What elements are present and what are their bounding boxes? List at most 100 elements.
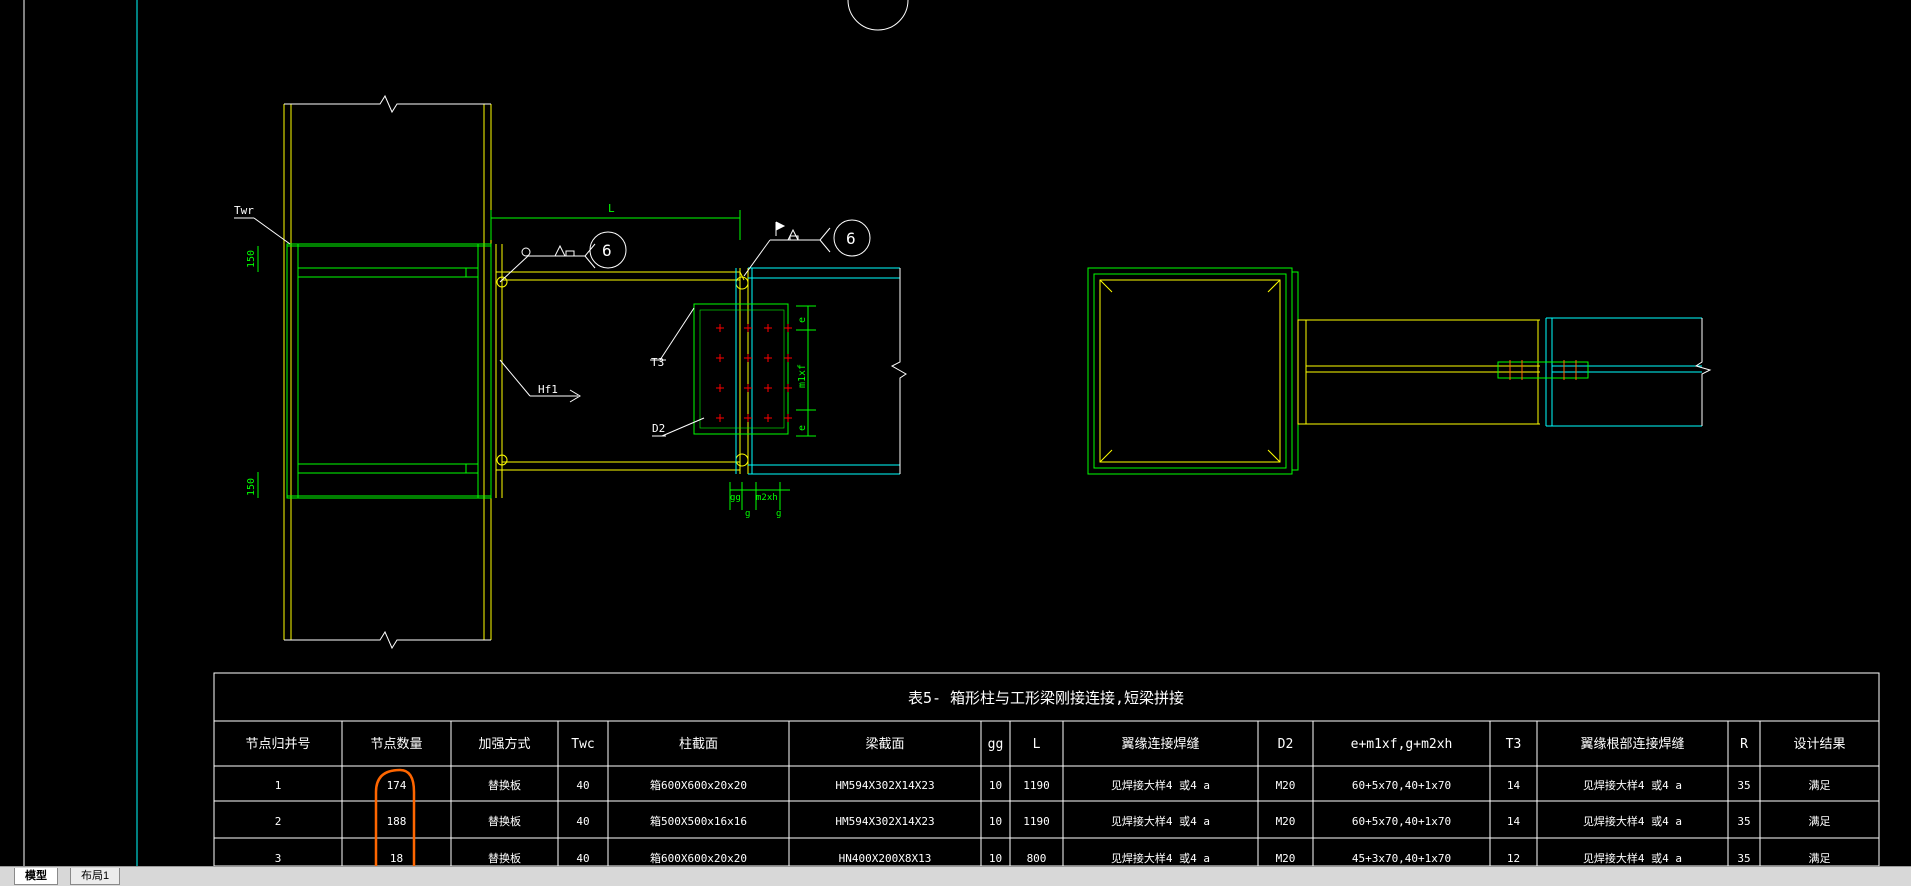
bolt-mark (744, 414, 752, 422)
table-cell: HN400X200X8X13 (839, 852, 932, 865)
label-T3: T3 (651, 356, 664, 369)
bolt-mark (716, 354, 724, 362)
table-cell: 40 (576, 852, 589, 865)
table-cell: 188 (387, 815, 407, 828)
table-header-cell: 加强方式 (478, 736, 530, 752)
table-cell: 3 (275, 852, 282, 865)
table-header-cell: Twc (571, 737, 594, 752)
table-cell: 14 (1507, 779, 1521, 792)
table-cell: 箱600X600x20x20 (650, 778, 747, 792)
table-header-cell: gg (988, 737, 1004, 752)
table-header-cell: R (1740, 737, 1748, 752)
table-cell: 60+5x70,40+1x70 (1352, 815, 1451, 828)
table-header-cell: 节点归并号 (245, 737, 310, 752)
dim-label-L: L (608, 202, 615, 215)
table-cell: HM594X302X14X23 (835, 815, 934, 828)
table-cell: 1190 (1023, 779, 1050, 792)
dim-label-g-left: g (745, 509, 750, 519)
label-D2: D2 (652, 422, 665, 435)
dim-label-gg: gg (730, 493, 741, 503)
bolt-mark (764, 414, 772, 422)
bolt-group (716, 324, 792, 422)
table-cell: 见焊接大样4 或4 a (1583, 851, 1682, 865)
table-cell: 10 (989, 852, 1002, 865)
bolt-mark (764, 324, 772, 332)
bolt-mark (784, 384, 792, 392)
table-cell: 见焊接大样4 或4 a (1583, 814, 1682, 828)
label-Twr: Twr (234, 204, 254, 217)
weld-callout-2: 6 (846, 229, 856, 248)
table-cell: 10 (989, 815, 1002, 828)
table-cell: 40 (576, 815, 589, 828)
table-cell: M20 (1276, 815, 1296, 828)
table-cell: 2 (275, 815, 282, 828)
table-cell: 见焊接大样4 或4 a (1111, 778, 1210, 792)
table-header-cell: 节点数量 (370, 737, 422, 752)
bolt-mark (784, 324, 792, 332)
weld-callout-1: 6 (602, 241, 612, 260)
table-header-cell: e+m1xf,g+m2xh (1351, 737, 1453, 752)
cad-drawing-canvas[interactable]: L 150 150 e m1xf e gg m2xh g g Twr (0, 0, 1911, 866)
beam-elevation (495, 244, 907, 498)
table-cell: 满足 (1809, 779, 1831, 792)
table-cell: 35 (1737, 779, 1750, 792)
table-cell: 箱600X600x20x20 (650, 851, 747, 865)
table-cell: 箱500X500x16x16 (650, 814, 747, 828)
table-cell: 174 (387, 779, 407, 792)
table-header-cell: L (1033, 737, 1041, 752)
label-Hf1: Hf1 (538, 383, 558, 396)
table-cell: 45+3x70,40+1x70 (1352, 852, 1451, 865)
table-cell: 替换板 (488, 851, 521, 865)
annotations: Twr 6 6 T3 Hf1 D2 (234, 204, 871, 437)
bolt-mark (744, 354, 752, 362)
bolt-mark (716, 324, 724, 332)
table-cell: 替换板 (488, 778, 521, 792)
table-cell: 18 (390, 852, 403, 865)
table-header-cell: 柱截面 (679, 737, 718, 752)
column-elevation (283, 94, 492, 650)
dim-label-g-right: g (776, 509, 781, 519)
table-cell: 40 (576, 779, 589, 792)
dimensions: L 150 150 e m1xf e gg m2xh g g (246, 202, 816, 519)
table-header-cell: D2 (1278, 737, 1294, 752)
tab-model[interactable]: 模型 (14, 868, 58, 885)
table-cell: 见焊接大样4 或4 a (1111, 814, 1210, 828)
table-cell: 见焊接大样4 或4 a (1583, 778, 1682, 792)
table-cell: 10 (989, 779, 1002, 792)
table-cell: M20 (1276, 852, 1296, 865)
table-cell: 800 (1027, 852, 1047, 865)
table-cell: M20 (1276, 779, 1296, 792)
table-cell: 1 (275, 779, 282, 792)
bolt-mark (744, 384, 752, 392)
bolt-mark (744, 324, 752, 332)
table-header-cell: 翼缘根部连接焊缝 (1580, 736, 1684, 752)
table-cell: 满足 (1809, 852, 1831, 865)
table-cell: 14 (1507, 815, 1521, 828)
bolt-mark (784, 354, 792, 362)
table-cell: 12 (1507, 852, 1520, 865)
table-cell: 见焊接大样4 或4 a (1111, 851, 1210, 865)
table-cell: 满足 (1809, 815, 1831, 828)
bolt-mark (716, 384, 724, 392)
table-header-cell: T3 (1506, 737, 1522, 752)
table-header-cell: 梁截面 (865, 737, 904, 752)
bolt-mark (764, 384, 772, 392)
table-cell: HM594X302X14X23 (835, 779, 934, 792)
dim-label-e-bottom: e (797, 425, 808, 431)
bolt-mark (764, 354, 772, 362)
layout-tab-bar: 模型 布局1 (0, 866, 1911, 886)
plan-view (1087, 267, 1712, 475)
table-cell: 60+5x70,40+1x70 (1352, 779, 1451, 792)
tab-layout1[interactable]: 布局1 (70, 868, 121, 885)
table-cell: 替换板 (488, 814, 521, 828)
table-cell: 35 (1737, 815, 1750, 828)
dim-label-m1xf: m1xf (797, 364, 808, 388)
dim-label-e-top: e (797, 317, 808, 323)
detail-circle-top (847, 0, 909, 31)
bolt-mark (716, 414, 724, 422)
table-header-cell: 设计结果 (1793, 737, 1845, 752)
dim-label-150-bottom: 150 (246, 478, 257, 496)
dim-label-150-top: 150 (246, 250, 257, 268)
bolt-mark (784, 414, 792, 422)
